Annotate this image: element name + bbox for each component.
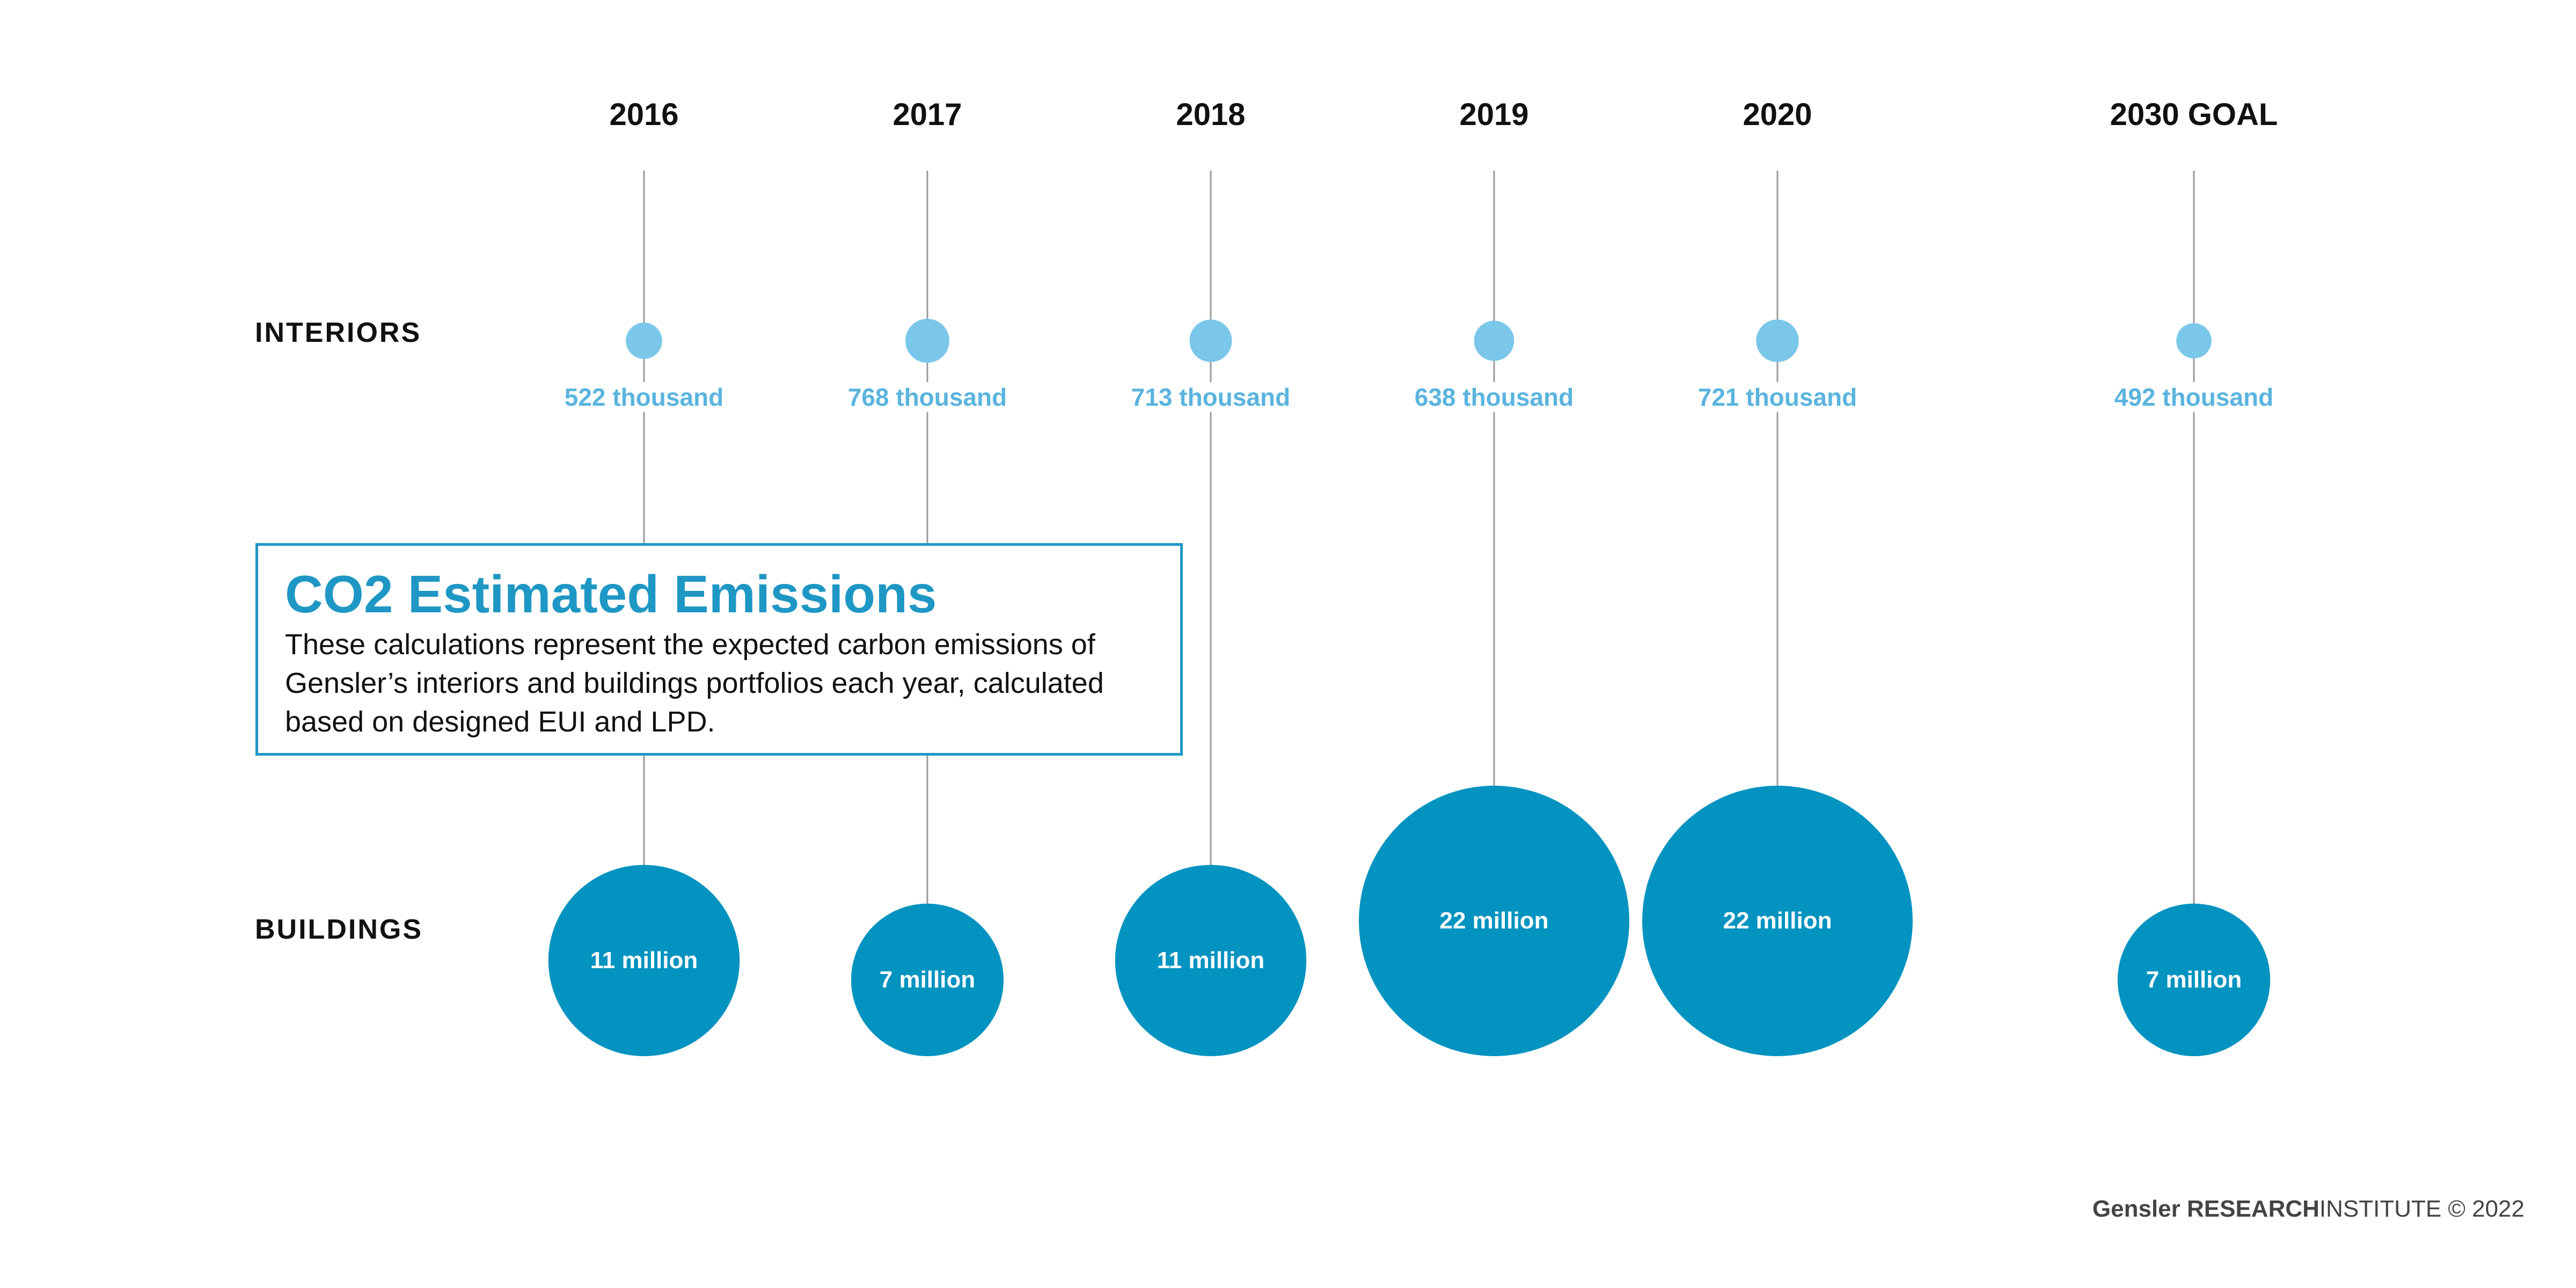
buildings-bubble-2020 <box>1642 786 1913 1056</box>
interiors-bubble-2017 <box>905 319 949 363</box>
buildings-value-2020: 22 million <box>1723 908 1832 934</box>
buildings-bubble-2017 <box>851 903 1004 1056</box>
footer-credit: Gensler RESEARCHINSTITUTE © 2022 <box>2092 1196 2524 1223</box>
year-label-2020: 2020 <box>1743 97 1812 132</box>
buildings-bubble-2019 <box>1359 786 1629 1056</box>
interiors-bubble-2019 <box>1474 320 1514 361</box>
interiors-value-2018: 713 thousand <box>1087 382 1334 412</box>
interiors-value-2017: 768 thousand <box>804 382 1051 412</box>
buildings-value-2018: 11 million <box>1157 947 1265 974</box>
buildings-value-2016: 11 million <box>590 947 698 974</box>
bubbles <box>548 319 2271 1057</box>
buildings-bubble-2030-goal <box>2117 903 2271 1056</box>
footer-copyright: © 2022 <box>2448 1196 2524 1222</box>
interiors-bubble-2016 <box>626 323 662 359</box>
footer-brand: Gensler <box>2092 1196 2180 1222</box>
footer-research: RESEARCH <box>2186 1196 2319 1222</box>
buildings-value-2019: 22 million <box>1439 908 1549 934</box>
interiors-value-2019: 638 thousand <box>1371 382 1618 412</box>
interiors-value-2030-goal: 492 thousand <box>2070 382 2317 412</box>
buildings-bubble-2018 <box>1115 865 1307 1057</box>
buildings-value-2030-goal: 7 million <box>2146 966 2242 993</box>
info-box: CO2 Estimated Emissions These calculatio… <box>255 543 1183 756</box>
interiors-value-2016: 522 thousand <box>521 382 767 412</box>
row-label-interiors: INTERIORS <box>255 317 422 348</box>
year-label-2030-goal: 2030 GOAL <box>2110 97 2278 132</box>
year-label-2017: 2017 <box>892 97 962 132</box>
buildings-bubble-2016 <box>548 865 740 1057</box>
interiors-bubble-2030-goal <box>2176 323 2212 358</box>
footer-institute: INSTITUTE <box>2319 1196 2442 1222</box>
chart-description: These calculations represent the expecte… <box>285 628 1104 738</box>
chart-title: CO2 Estimated Emissions <box>285 565 937 624</box>
year-label-2018: 2018 <box>1176 97 1246 132</box>
timeline-lines <box>643 171 2195 970</box>
interiors-bubble-2018 <box>1189 319 1232 362</box>
buildings-value-2017: 7 million <box>879 966 976 993</box>
interiors-bubble-2020 <box>1756 319 1799 362</box>
row-label-buildings: BUILDINGS <box>255 914 423 945</box>
year-label-2016: 2016 <box>609 97 679 132</box>
interiors-value-2020: 721 thousand <box>1654 382 1901 412</box>
year-label-2019: 2019 <box>1459 97 1529 132</box>
